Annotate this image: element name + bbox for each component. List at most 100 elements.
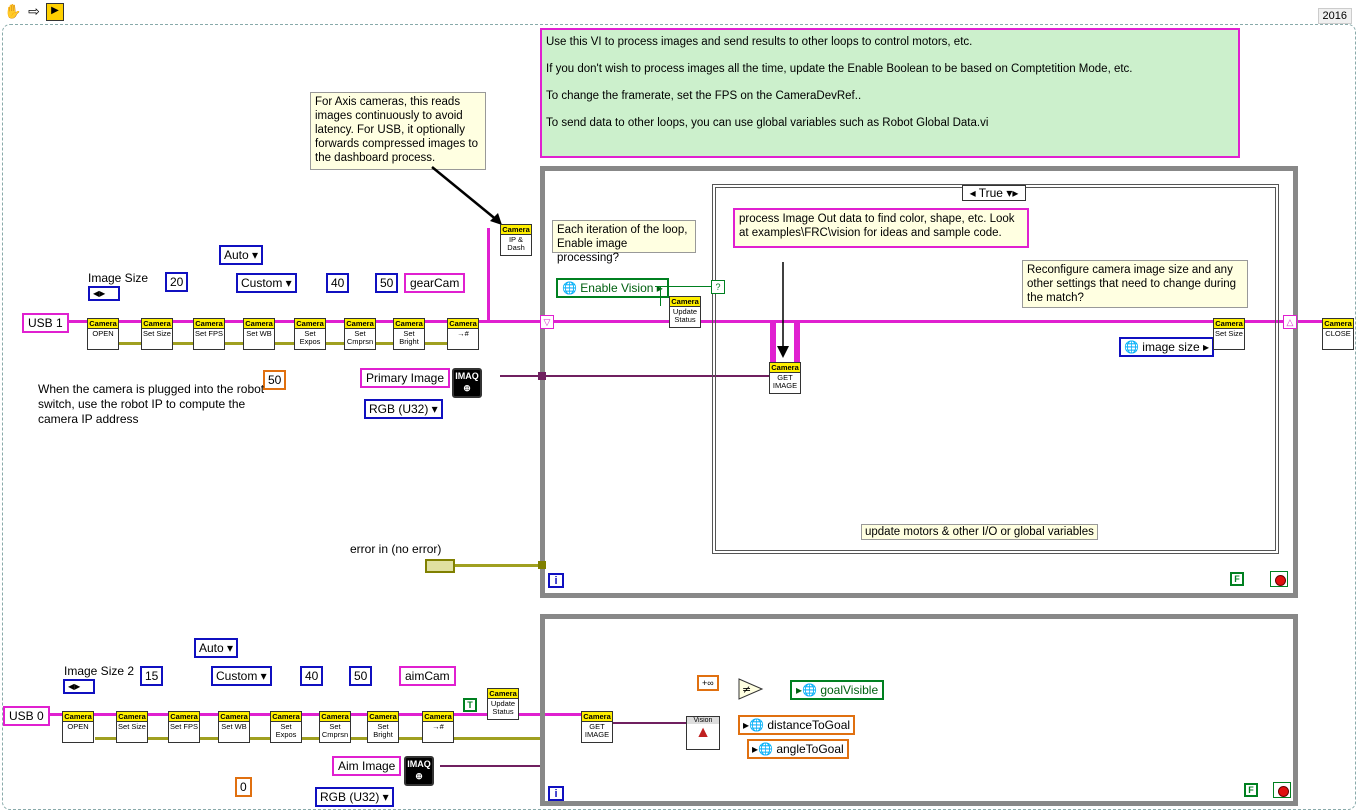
vi-header: Camera [194,319,224,329]
run-icon[interactable]: ▶ [46,3,64,21]
bright-constant-2[interactable]: 50 [349,666,373,686]
iteration-terminal: i [548,573,564,588]
arrow-right-icon[interactable]: ⇨ [28,3,40,19]
expos-enum[interactable]: Custom ▾ [236,273,297,293]
fps-constant[interactable]: 20 [165,272,189,292]
camera-name[interactable]: gearCam [404,273,466,293]
comment-line: To change the framerate, set the FPS on … [546,90,862,102]
angle-global[interactable]: ▸🌐 angleToGoal [747,739,849,759]
bright-constant[interactable]: 50 [375,273,399,293]
case-selector-value: True [978,186,1003,200]
hand-icon[interactable]: ✋ [4,3,22,19]
aim-image-constant[interactable]: Aim Image [332,756,402,776]
vi-header: Camera [271,712,301,722]
image-size-enum[interactable]: ◀▶ [88,286,120,301]
vi-header: Camera [501,225,531,235]
vi-header: Camera [423,712,453,722]
vi-header: Camera [582,712,612,722]
vi-header: Camera [219,712,249,722]
image-size-global[interactable]: 🌐 image size ▸ [1119,337,1214,357]
note-arrow [431,166,502,225]
tunnel [538,561,546,569]
vision-vi[interactable]: Vision▲ [686,716,720,750]
cmprsn-constant[interactable]: 40 [326,273,350,293]
stop-terminal-2[interactable] [1273,782,1291,798]
distance-global[interactable]: ▸🌐 distanceToGoal [738,715,856,735]
expos-value-constant-2[interactable]: 0 [235,777,252,797]
image-size-2-enum[interactable]: ◀▶ [63,679,95,694]
usb-ip-note: When the camera is plugged into the robo… [38,382,265,426]
rgb-enum-2[interactable]: RGB (U32) ▾ [315,787,394,807]
camera-name-2[interactable]: aimCam [399,666,456,686]
imaq-create-icon-2[interactable]: IMAQ⊕ [404,756,434,786]
true-constant[interactable]: T [463,698,477,712]
enable-vision-label: Enable Vision [580,281,654,295]
vi-label: CLOSE [1325,329,1351,338]
image-wire-vision [610,722,690,724]
fps-constant-2[interactable]: 15 [140,666,164,686]
vi-header: Camera [770,363,800,373]
cmprsn-constant-2[interactable]: 40 [300,666,324,686]
distance-label: distanceToGoal [767,718,851,732]
goal-visible-global[interactable]: ▸🌐 goalVisible [790,680,885,700]
usb1-constant[interactable]: USB 1 [22,313,69,333]
not-equal-icon[interactable]: ≠ [738,678,764,700]
imaq-create-icon[interactable]: IMAQ⊕ [452,368,482,398]
primary-image-constant[interactable]: Primary Image [360,368,451,388]
vi-label: IP & Dash [507,235,525,252]
vi-label: →# [432,722,444,731]
vi-header: Camera [368,712,398,722]
wb-value: Auto [199,641,224,655]
stop-terminal[interactable] [1270,571,1288,587]
usb0-constant[interactable]: USB 0 [3,706,50,726]
vi-header: Camera [295,319,325,329]
case-selector[interactable]: ◂ True ▾▸ [962,185,1026,201]
false-constant[interactable]: F [1230,572,1244,586]
camera-wire-rise [794,322,800,366]
image-size-label: image size [1142,340,1200,354]
wb-enum-2[interactable]: Auto ▾ [194,638,239,658]
set-name-vi[interactable]: Camera→# [447,318,479,350]
set-name-vi-2[interactable]: Camera→# [422,711,454,743]
vi-header: Camera [394,319,424,329]
vi-header: Camera [1214,319,1244,329]
vi-header: Camera [142,319,172,329]
camera-wire-drop [770,322,776,366]
error-cluster[interactable] [425,559,455,573]
main-comment: Use this VI to process images and send r… [540,28,1240,158]
error-wire [118,342,448,345]
goal-visible-label: goalVisible [820,683,879,697]
camera-wire-bottom [38,713,598,716]
angle-label: angleToGoal [776,742,844,756]
enable-vision-global[interactable]: 🌐 Enable Vision ▸ [556,278,669,298]
while-loop-top [540,166,1298,598]
false-constant-2[interactable]: F [1244,783,1258,797]
wb-enum[interactable]: Auto ▾ [219,245,264,265]
rgb-enum[interactable]: RGB (U32) ▾ [364,399,443,419]
vi-label: Update Status [672,307,698,324]
expos-value-constant[interactable]: 50 [263,370,287,390]
inf-constant[interactable]: +∞ [697,675,719,691]
expos-enum-2[interactable]: Custom ▾ [211,666,272,686]
